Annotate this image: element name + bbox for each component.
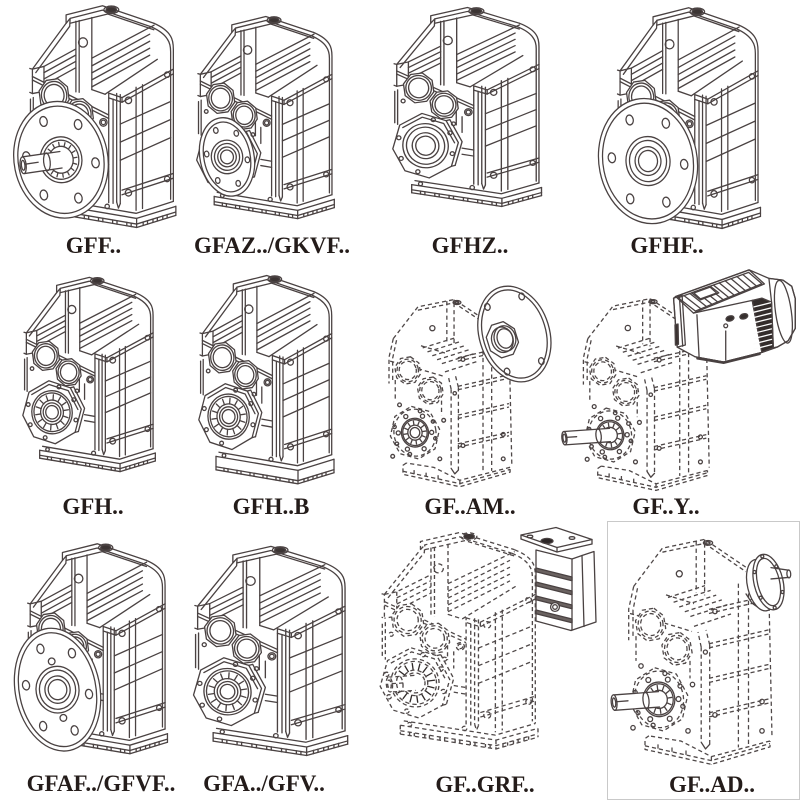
svg-text:GF..GRF..: GF..GRF..: [435, 772, 534, 797]
svg-text:GF..Y..: GF..Y..: [632, 494, 699, 519]
svg-text:GFAZ../GKVF..: GFAZ../GKVF..: [194, 233, 350, 258]
svg-text:GFH..: GFH..: [62, 494, 123, 519]
svg-text:GFH..B: GFH..B: [233, 494, 310, 519]
svg-text:GFAF../GFVF..: GFAF../GFVF..: [27, 771, 176, 796]
svg-text:GFF..: GFF..: [66, 233, 121, 258]
svg-text:GFHZ..: GFHZ..: [432, 233, 509, 258]
svg-text:GFA../GFV..: GFA../GFV..: [203, 771, 325, 796]
svg-text:GF..AM..: GF..AM..: [424, 494, 515, 519]
svg-text:GF..AD..: GF..AD..: [669, 772, 755, 797]
svg-text:GFHF..: GFHF..: [630, 233, 703, 258]
